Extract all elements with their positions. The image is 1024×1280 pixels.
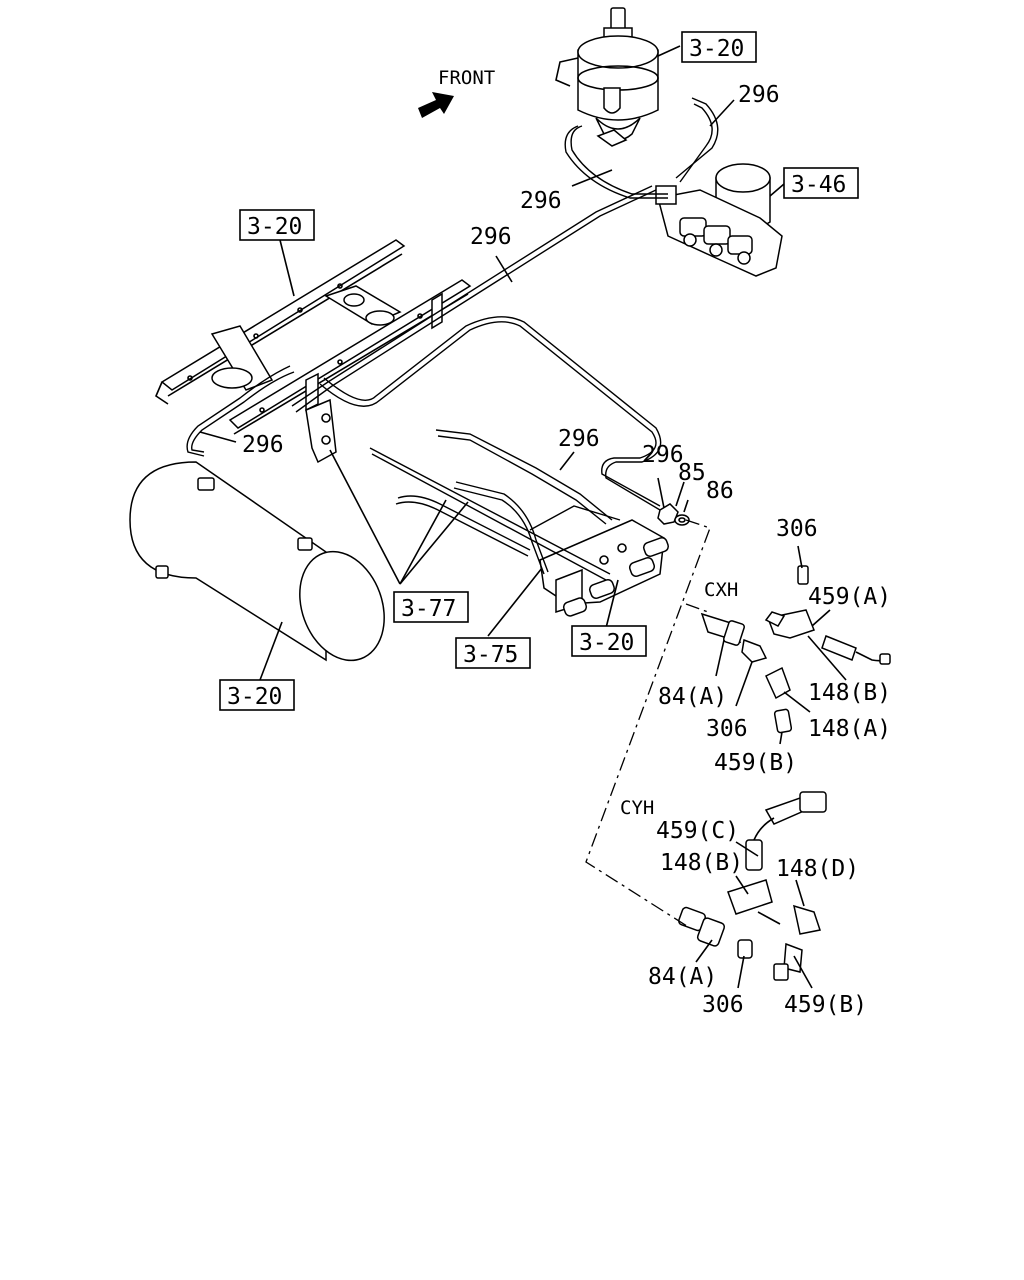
ref-tank[interactable]: 3-20	[227, 684, 282, 710]
air-tank	[129, 461, 385, 662]
part-296-main: 296	[470, 224, 512, 250]
part-459b-cyh: 459(B)	[784, 992, 867, 1018]
part-148b-cyh: 148(B)	[660, 850, 743, 876]
detail-callout-lines	[585, 519, 711, 929]
part-148d: 148(D)	[776, 856, 859, 882]
part-296-right: 296	[642, 442, 684, 468]
part-306-cyh: 306	[702, 992, 744, 1018]
part-296-left: 296	[242, 432, 284, 458]
cyh-fittings	[678, 791, 827, 981]
ref-bracket[interactable]: 3-77	[401, 596, 456, 622]
front-arrow-icon	[418, 92, 454, 118]
variant-cyh: CYH	[620, 797, 654, 819]
ref-manifold[interactable]: 3-20	[579, 630, 634, 656]
part-296-center: 296	[558, 426, 600, 452]
part-296-dryer: 296	[520, 188, 562, 214]
leader-lines	[199, 45, 847, 989]
air-dryer-tank	[555, 7, 659, 147]
part-85: 85	[678, 460, 706, 486]
valve-manifold	[539, 519, 670, 617]
ref-pipe[interactable]: 3-75	[463, 642, 518, 668]
ref-dryer-tank[interactable]: 3-20	[689, 36, 744, 62]
part-148a: 148(A)	[808, 716, 891, 742]
air-pipes	[186, 97, 719, 581]
air-processing-valve	[655, 163, 783, 277]
part-459a: 459(A)	[808, 584, 891, 610]
labels: FRONT 3-20 3-46 3-20 3-77 3-75 3-20 3-20…	[219, 31, 891, 1018]
part-84a-cxh: 84(A)	[658, 684, 727, 710]
ref-frame[interactable]: 3-20	[247, 214, 302, 240]
part-459c: 459(C)	[656, 818, 739, 844]
cxh-fittings	[700, 565, 891, 734]
washer-86	[674, 514, 690, 526]
variant-cxh: CXH	[704, 579, 738, 601]
chassis-frame	[155, 239, 472, 435]
part-86: 86	[706, 478, 734, 504]
nut-85	[657, 503, 679, 525]
part-459b-cxh: 459(B)	[714, 750, 797, 776]
ref-valve[interactable]: 3-46	[791, 172, 846, 198]
part-306-cxh-bottom: 306	[706, 716, 748, 742]
part-306-cxh-top: 306	[776, 516, 818, 542]
part-296-top: 296	[738, 82, 780, 108]
front-label: FRONT	[438, 67, 495, 89]
part-148b-cxh: 148(B)	[808, 680, 891, 706]
part-84a-cyh: 84(A)	[648, 964, 717, 990]
mounting-bracket	[305, 398, 337, 464]
